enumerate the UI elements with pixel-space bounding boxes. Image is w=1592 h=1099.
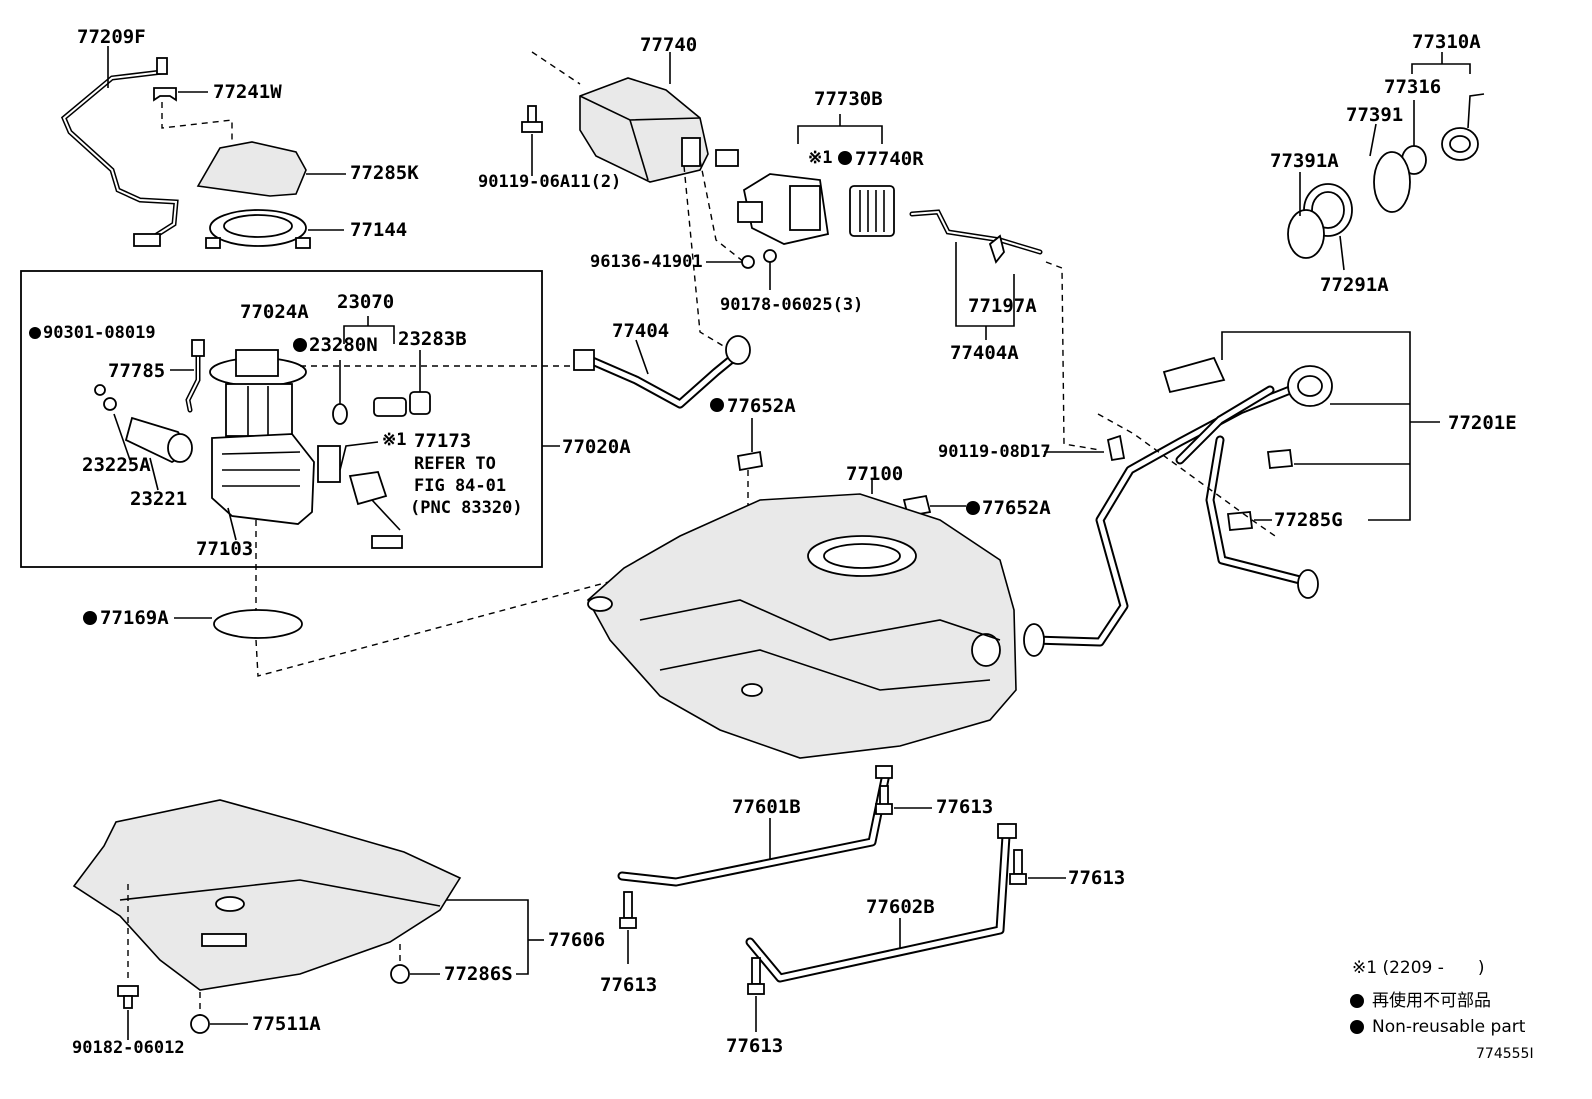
part-label-77173: 77173 — [414, 430, 472, 452]
bolt-77613-b-illustration — [1009, 849, 1027, 885]
o-ring-90301-illustration — [94, 384, 106, 396]
o-ring-23225A-illustration — [103, 397, 117, 411]
part-label-77730B: 77730B — [814, 88, 883, 110]
charcoal-canister-77740-illustration — [579, 77, 739, 183]
part-label-77613-b: 77613 — [1068, 867, 1126, 889]
part-label-77100: 77100 — [846, 463, 904, 485]
part-label-96136-41901: 96136-41901 — [590, 252, 703, 272]
refer-line-1: REFER TO — [414, 454, 496, 474]
refer-line-3: (PNC 83320) — [410, 498, 523, 518]
part-label-77241W: 77241W — [213, 81, 282, 103]
note-mark-77740R: ※1 — [808, 148, 833, 168]
part-label-77606: 77606 — [548, 929, 606, 951]
part-label-77316: 77316 — [1384, 76, 1442, 98]
nonreusable-dot-77169A — [83, 611, 97, 625]
part-label-77024A: 77024A — [240, 301, 309, 323]
part-label-23283B: 23283B — [398, 328, 467, 350]
refer-line-2: FIG 84-01 — [414, 476, 507, 496]
clip-77511A-illustration — [190, 1014, 210, 1034]
legend-dot-jp — [1350, 994, 1364, 1008]
part-label-23280N: 23280N — [309, 334, 378, 356]
filler-pipe-77201E-illustration — [1023, 356, 1333, 657]
part-label-77286S: 77286S — [444, 963, 513, 985]
part-label-77652A-top: 77652A — [727, 395, 796, 417]
gasket-77169A-illustration — [213, 609, 303, 639]
pad-77652A-top-illustration — [736, 450, 764, 472]
part-label-77169A: 77169A — [100, 607, 169, 629]
part-label-90178-06025: 90178-06025(3) — [720, 295, 864, 315]
seal-23283B-illustration — [409, 391, 431, 415]
fuel-pump-assembly-illustration — [209, 349, 315, 525]
part-label-77201E: 77201E — [1448, 412, 1517, 434]
part-label-77740: 77740 — [640, 34, 698, 56]
fuel-pump-group-box — [20, 270, 543, 568]
legend-nonreusable-jp: 再使用不可部品 — [1372, 991, 1491, 1011]
retainer-ring-77144-illustration — [205, 209, 311, 249]
legend-dot-en — [1350, 1020, 1364, 1034]
part-label-77404: 77404 — [612, 320, 670, 342]
nonreusable-dot-77652A-right — [966, 501, 980, 515]
part-label-77601B: 77601B — [732, 796, 801, 818]
fuel-cap-77310A-illustration — [1287, 93, 1485, 259]
pump-cover-77285K-illustration — [196, 141, 307, 197]
o-ring-23280N-illustration — [332, 403, 348, 425]
nonreusable-dot-77652A-top — [710, 398, 724, 412]
part-label-77404A: 77404A — [950, 342, 1019, 364]
fuel-pump-23221-illustration — [124, 416, 193, 464]
part-label-23221: 23221 — [130, 488, 188, 510]
part-label-77020A: 77020A — [562, 436, 631, 458]
note-mark-77173: ※1 — [382, 430, 407, 450]
bolt-77613-d-illustration — [747, 957, 765, 995]
tank-protector-77606-illustration — [72, 799, 462, 991]
valve-assembly-77730B-illustration — [737, 173, 830, 245]
nonreusable-dot-23280N — [293, 338, 307, 352]
legend-nonreusable-en: Non-reusable part — [1372, 1017, 1526, 1037]
part-label-77602B: 77602B — [866, 896, 935, 918]
part-label-90301-08019: 90301-08019 — [43, 323, 156, 343]
part-label-23070: 23070 — [337, 291, 395, 313]
filter-77740R-illustration — [849, 185, 895, 237]
nonreusable-dot-90301 — [29, 327, 41, 339]
part-label-77285G: 77285G — [1274, 509, 1343, 531]
sender-gauge-77173-illustration — [317, 445, 403, 549]
part-label-77391A: 77391A — [1270, 150, 1339, 172]
part-label-77209F: 77209F — [77, 26, 146, 48]
bolt-77613-c-illustration — [619, 891, 637, 929]
part-label-90119-08D17: 90119-08D17 — [938, 442, 1051, 462]
tank-strap-77601B-illustration — [617, 765, 893, 887]
tank-strap-77602B-illustration — [745, 823, 1017, 983]
clip-77197A-illustration — [988, 234, 1005, 264]
part-label-77511A: 77511A — [252, 1013, 321, 1035]
clip-77241W-illustration — [153, 87, 177, 102]
part-label-77291A: 77291A — [1320, 274, 1389, 296]
bolt-90182-06012-illustration — [117, 985, 139, 1009]
part-label-90119-06A11: 90119-06A11(2) — [478, 172, 622, 192]
filter-23070-illustration — [373, 397, 407, 417]
part-label-77613-a: 77613 — [936, 796, 994, 818]
part-label-77285K: 77285K — [350, 162, 419, 184]
part-label-77144: 77144 — [350, 219, 408, 241]
legend-range-note: ※1 (2209 - ) — [1352, 958, 1485, 978]
part-label-77310A: 77310A — [1412, 31, 1481, 53]
bolt-77613-a-illustration — [875, 785, 893, 815]
part-label-77613-c: 77613 — [600, 974, 658, 996]
part-label-90182-06012: 90182-06012 — [72, 1038, 185, 1058]
fuel-tank-77100-illustration — [586, 493, 1017, 759]
part-label-23225A: 23225A — [82, 454, 151, 476]
sender-gauge-wire-illustration — [60, 57, 179, 247]
part-label-77103: 77103 — [196, 538, 254, 560]
part-label-77652A-right: 77652A — [982, 497, 1051, 519]
clip-77286S-illustration — [390, 964, 410, 984]
nonreusable-dot-77740R — [838, 151, 852, 165]
illustration-code: 774555I — [1476, 1046, 1534, 1062]
part-label-77197A: 77197A — [968, 295, 1037, 317]
part-label-77785: 77785 — [108, 360, 166, 382]
part-label-77391: 77391 — [1346, 104, 1404, 126]
part-label-77740R: 77740R — [855, 148, 924, 170]
part-label-77613-d: 77613 — [726, 1035, 784, 1057]
bolt-90119-06A11-illustration — [521, 105, 543, 133]
